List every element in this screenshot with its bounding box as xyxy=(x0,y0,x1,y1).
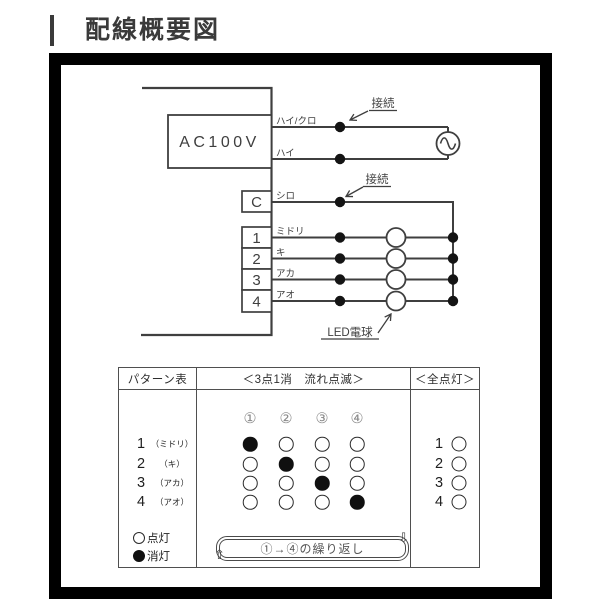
lamp-off-dot xyxy=(242,436,258,452)
row-number: 3 xyxy=(136,475,146,491)
all-on-row-number: 4 xyxy=(434,494,444,510)
lamp-on-dot xyxy=(451,436,467,452)
row-color-label: （ミドリ） xyxy=(150,439,194,449)
row-number: 4 xyxy=(136,494,146,510)
wire-label-hai: ハイ xyxy=(276,148,295,159)
lamp-on-dot xyxy=(278,475,294,491)
wire-label-ao: アオ xyxy=(276,290,295,301)
step-label-4: ④ xyxy=(350,411,364,427)
led-bulb-circle xyxy=(385,248,407,269)
title-accent-bar xyxy=(50,15,54,46)
all-on-row-number: 1 xyxy=(434,436,444,452)
connection-annotation-top: 接続 xyxy=(372,96,395,110)
junction-dot xyxy=(334,121,346,133)
mode-flow-header: ＜3点1消 流れ点滅＞ xyxy=(242,373,365,386)
connection-annotation-mid: 接続 xyxy=(366,172,389,186)
all-on-row-number: 3 xyxy=(434,475,444,491)
terminal-box-4 xyxy=(241,289,273,313)
legend-on-icon xyxy=(133,532,145,544)
lamp-on-dot xyxy=(242,456,258,472)
annotation-arrow xyxy=(344,186,364,198)
junction-dot xyxy=(334,232,346,243)
lamp-on-dot xyxy=(314,494,330,510)
led-bulb-circle xyxy=(385,227,407,248)
repeat-loop-box: ⇧ ⇩ ①→④の繰り返し xyxy=(214,531,410,562)
led-annotation: LED電球 xyxy=(327,325,373,339)
wire-shiro-and-bus xyxy=(271,201,454,301)
lamp-on-dot xyxy=(242,494,258,510)
led-bulb-circle xyxy=(385,269,407,290)
junction-dots xyxy=(334,121,459,307)
junction-dot xyxy=(447,232,459,243)
terminal-label-4: 4 xyxy=(252,294,260,311)
junction-dot xyxy=(447,253,459,264)
junction-dot xyxy=(447,274,459,285)
terminal-label-2: 2 xyxy=(252,251,260,268)
wire-label-aka: アカ xyxy=(276,269,295,280)
row-number: 2 xyxy=(136,456,146,472)
lamp-on-dot xyxy=(278,494,294,510)
wire-label-midori: ミドリ xyxy=(276,227,305,238)
cycle-down-arrow-icon: ⇩ xyxy=(398,530,409,545)
all-on-row-number: 2 xyxy=(434,456,444,472)
mode-all-on-header: ＜全点灯＞ xyxy=(415,373,475,386)
lamp-on-dot xyxy=(451,494,467,510)
lamp-on-dot xyxy=(451,456,467,472)
table-header-divider xyxy=(119,388,479,390)
wire-label-hai-kuro: ハイ/クロ xyxy=(276,116,316,127)
step-label-1: ① xyxy=(243,411,257,427)
lamp-off-dot xyxy=(314,475,330,491)
terminal-label-1: 1 xyxy=(252,230,260,247)
wire-label-shiro: シロ xyxy=(276,191,295,202)
row-color-label: （アカ） xyxy=(154,478,190,488)
wire-label-ki: キ xyxy=(276,248,286,259)
pattern-grid: ① ② ③ ④ 1 （ミドリ） 1 2 （キ） 2 3 （アカ） 3 4 （アオ） 4 点灯消灯 xyxy=(119,368,479,567)
step-label-2: ② xyxy=(279,411,293,427)
table-divider xyxy=(410,368,412,567)
row-color-label: （アオ） xyxy=(154,497,190,507)
junction-dot xyxy=(334,196,346,208)
cycle-up-arrow-icon: ⇧ xyxy=(214,547,225,562)
row-color-label: （キ） xyxy=(159,459,185,469)
terminal-box-c xyxy=(241,190,273,213)
repeat-note: ①→④の繰り返し xyxy=(260,542,365,556)
junction-dot xyxy=(447,295,459,307)
lamp-on-dot xyxy=(314,456,330,472)
lamp-on-dot xyxy=(314,436,330,452)
lamp-on-dot xyxy=(278,436,294,452)
ac-source-icon xyxy=(435,131,461,156)
lamp-off-dot xyxy=(278,456,294,472)
pattern-table: パターン表 ＜3点1消 流れ点滅＞ ＜全点灯＞ ① ② ③ ④ 1 （ミドリ） 1 2 （キ） 2… xyxy=(118,367,480,568)
junction-dot xyxy=(334,295,346,307)
lamp-on-dot xyxy=(349,475,365,491)
lamp-on-dot xyxy=(349,436,365,452)
annotation-arrow xyxy=(377,312,392,334)
annotation-arrow xyxy=(348,110,369,122)
junction-dot xyxy=(334,153,346,165)
legend-off-icon xyxy=(133,550,145,562)
step-label-3: ③ xyxy=(315,411,329,427)
pattern-table-title: パターン表 xyxy=(127,373,188,386)
legend-label: 点灯 xyxy=(147,533,170,545)
led-bulb-circle xyxy=(385,290,407,312)
legend-label: 消灯 xyxy=(147,551,170,563)
page-title: 配線概要図 xyxy=(85,16,221,44)
table-divider xyxy=(195,368,197,567)
led-bulbs xyxy=(385,227,407,312)
power-source-box xyxy=(167,114,273,169)
row-number: 1 xyxy=(136,436,146,452)
power-source-label: AC100V xyxy=(179,134,260,151)
lamp-on-dot xyxy=(451,475,467,491)
junction-dot xyxy=(334,253,346,264)
junction-dot xyxy=(334,274,346,285)
terminal-label-3: 3 xyxy=(252,272,260,289)
lamp-off-dot xyxy=(349,494,365,510)
lamp-on-dot xyxy=(349,456,365,472)
terminal-label-c: C xyxy=(251,194,262,211)
lamp-on-dot xyxy=(242,475,258,491)
